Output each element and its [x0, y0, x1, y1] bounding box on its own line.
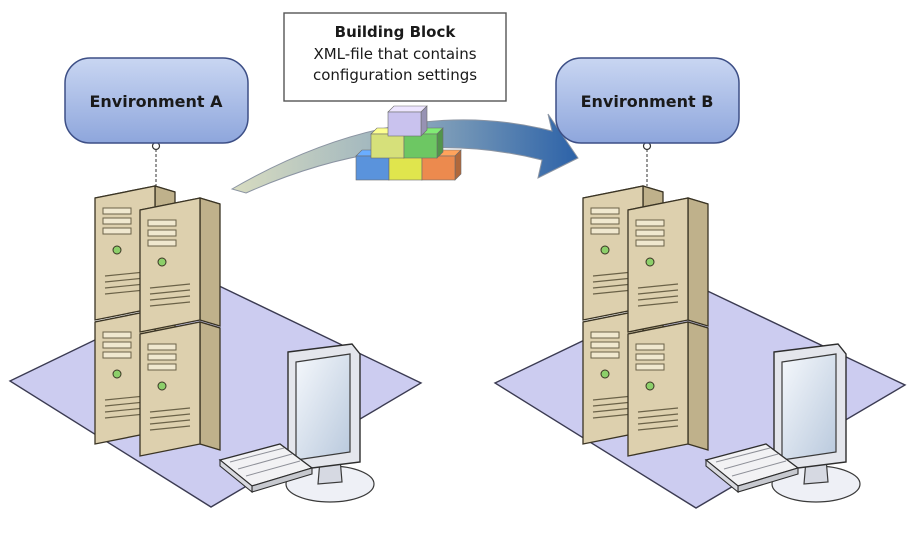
- callout-line-1: XML-file that contains: [313, 45, 476, 63]
- environment-a-bubble: [64, 57, 249, 144]
- building-block-icon: [355, 105, 462, 181]
- environment-b: Environment B: [493, 57, 907, 509]
- server-stack-b: [582, 185, 709, 457]
- server-stack-a: [94, 185, 221, 457]
- block-cube: [387, 105, 428, 137]
- callout-title: Building Block: [335, 23, 457, 41]
- callout-line-2: configuration settings: [313, 66, 477, 84]
- environment-a-label: Environment A: [89, 92, 223, 111]
- environment-b-bubble: [555, 57, 740, 144]
- server-tower-icon: [139, 321, 221, 457]
- environment-a: Environment A: [8, 57, 423, 508]
- transfer-arrow: [230, 113, 579, 194]
- server-tower-icon: [627, 321, 709, 457]
- server-tower-icon: [139, 197, 221, 333]
- server-tower-icon: [627, 197, 709, 333]
- building-block-callout: Building Block XML-file that contains co…: [283, 12, 507, 102]
- environment-b-label: Environment B: [581, 92, 714, 111]
